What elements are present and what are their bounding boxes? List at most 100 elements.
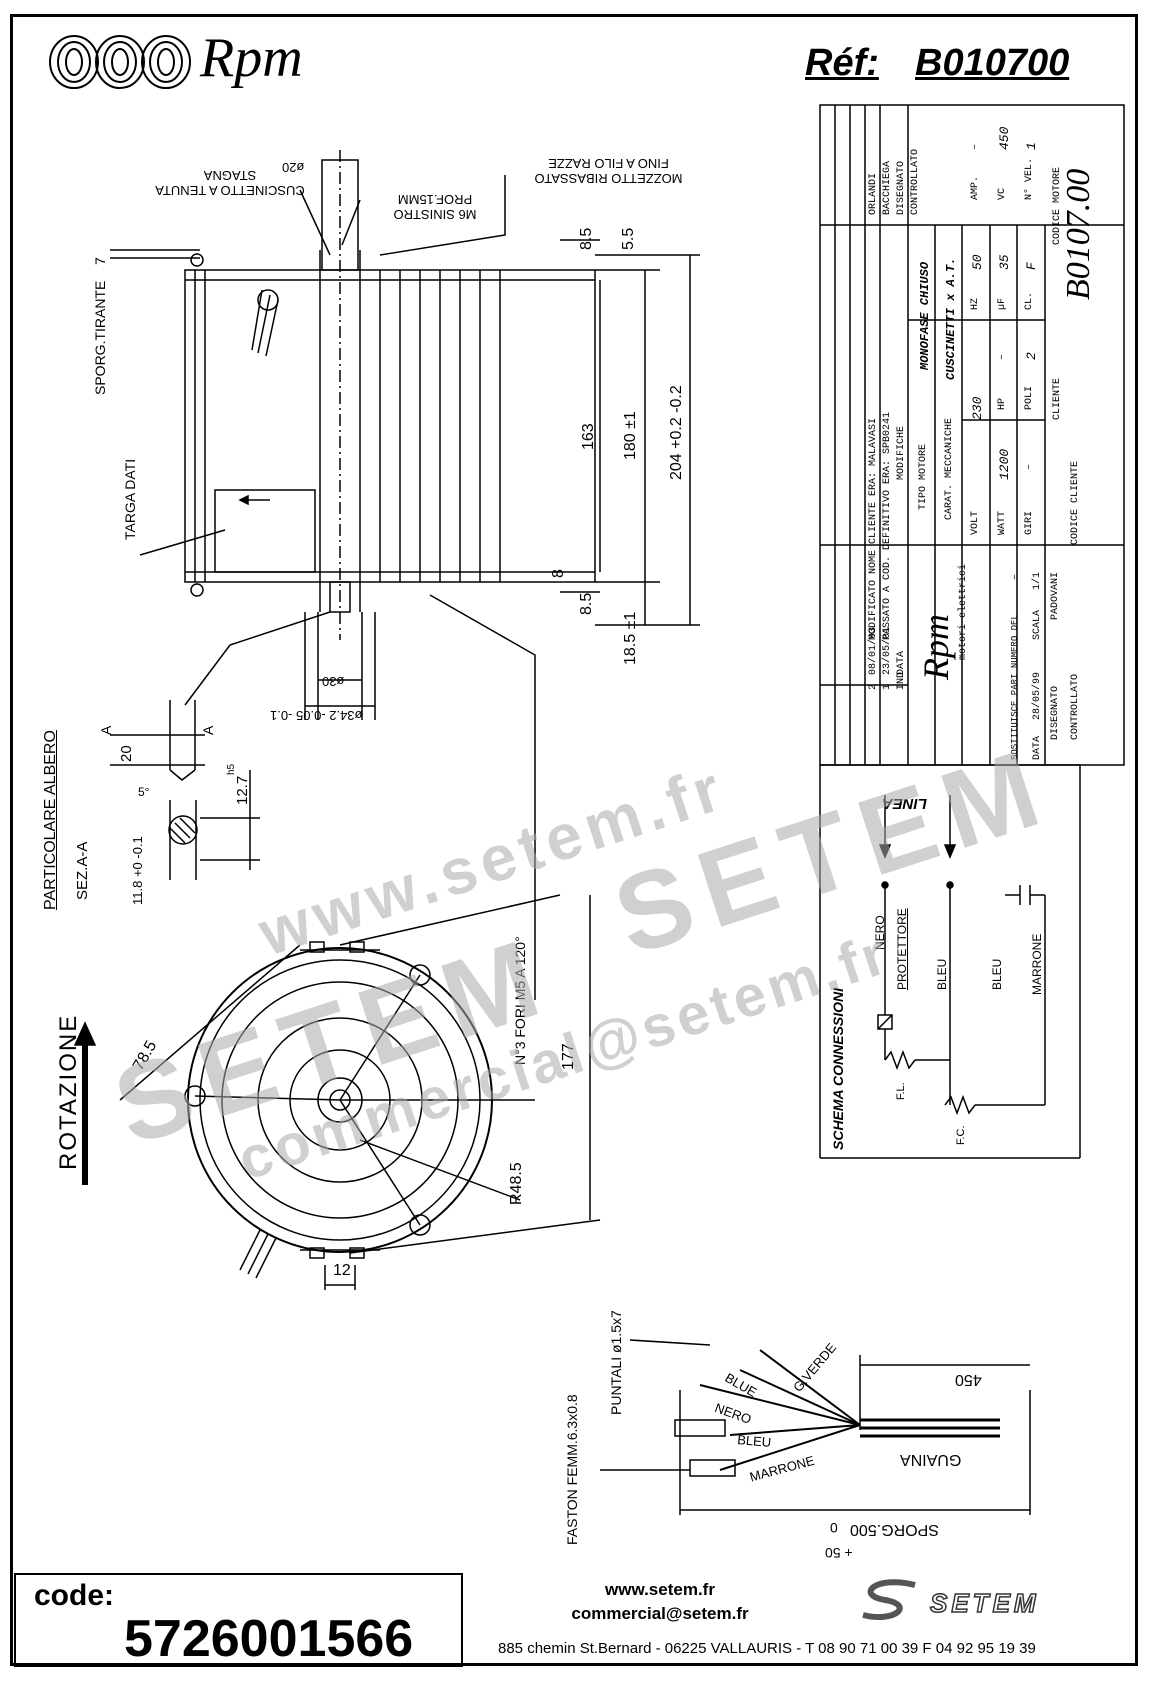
brand-logo: Rpm: [200, 27, 303, 89]
guaina-label: GUAINA: [900, 1451, 962, 1468]
sporg-tolerance-zero: 0: [830, 1520, 838, 1536]
header-controllato: CONTROLLATO: [910, 148, 921, 215]
bleu-label-2: BLEU: [990, 958, 1004, 990]
carat-label: CARAT. MECCANICHE: [944, 417, 955, 520]
bleu-label-1: BLEU: [935, 958, 949, 990]
uf-label: µF: [997, 297, 1008, 310]
dim-30: ø30: [322, 674, 345, 689]
giri-label: GIRI: [1024, 510, 1035, 535]
reference-label: Réf:: [805, 42, 879, 84]
hz-label: HZ: [970, 297, 981, 310]
reference-value: B010700: [915, 42, 1070, 84]
tipo-motore-value: MONOFASE CHIUSO: [918, 261, 932, 370]
section-mark-left: A: [98, 725, 114, 735]
header-disegnato: DISEGNATO: [896, 160, 907, 215]
hp-value: –: [997, 353, 1008, 360]
targa-dati-plate: [214, 489, 316, 573]
cliente-label: CLIENTE: [1052, 377, 1063, 420]
code-value: 5726001566: [124, 1610, 414, 1668]
angle-label: 5°: [138, 785, 150, 799]
faston-label: FASTON FEMM.6.3x0.8: [564, 1394, 580, 1545]
watt-value: 1200: [997, 448, 1012, 480]
volt-value: 230: [970, 396, 985, 420]
dim-18-5: 18.5 ±1: [622, 611, 639, 665]
nvel-value: 1: [1024, 142, 1039, 150]
scala-label: SCALA: [1032, 609, 1043, 640]
revision-1-disegnato: BACCHIEGA: [882, 160, 893, 215]
fl-label: F.L.: [895, 1082, 907, 1100]
volt-label: VOLT: [970, 510, 981, 535]
shaft-diameter-label: ø20: [282, 160, 305, 175]
amp-label: AMP.: [970, 175, 981, 200]
section-mark-right: A: [200, 725, 216, 735]
rotation-label: ROTAZIONE: [55, 1013, 82, 1170]
controllato-label: CONTROLLATO: [1070, 673, 1081, 740]
nvel-label: N° VEL.: [1024, 157, 1035, 200]
poli-value: 2: [1024, 352, 1039, 360]
header-modifiche: MODIFICHE: [896, 425, 907, 480]
setem-email[interactable]: commercial@setem.fr: [571, 1604, 749, 1623]
targa-dati-label: TARGA DATI: [122, 458, 138, 540]
dim-20: 20: [118, 745, 135, 762]
sporg-label: SPORG.500: [850, 1521, 939, 1538]
dim-34-2: ø34.2 -0.05 -0.1: [270, 708, 363, 723]
setem-swirl-icon: [862, 1579, 916, 1620]
revision-1-ind: 1: [882, 683, 893, 690]
sporg-tirante-value: 7: [92, 257, 108, 265]
dim-8-5-top: 8.5: [578, 227, 595, 250]
dim-5-5: 5.5: [620, 227, 637, 250]
marrone-label: MARRONE: [1030, 933, 1044, 995]
revision-2-disegnato: ORLANDI: [868, 172, 879, 215]
revision-2-ind: 2: [868, 683, 879, 690]
mozzetto-label: MOZZETTO RIBASSATO FINO A FILO RAZZE: [534, 156, 683, 186]
uf-value: 35: [997, 254, 1012, 270]
setem-company-logo: SETEM: [929, 1587, 1040, 1619]
dim-163: 163: [580, 423, 597, 450]
poli-label: POLI: [1024, 385, 1035, 410]
code-box: code: 5726001566: [14, 1573, 463, 1668]
disegnato-value: PADOVANI: [1050, 571, 1061, 620]
hz-value: 50: [970, 254, 985, 270]
revision-1-text: PASSATO A COD. DEFINITIVO ERA: SPB0241: [882, 411, 893, 640]
vc-label: VC: [997, 187, 1008, 200]
cable-length: 450: [955, 1371, 982, 1388]
vc-value: 450: [997, 126, 1012, 150]
fc-label: F.C.: [955, 1125, 967, 1145]
code-label: code:: [34, 1579, 115, 1612]
dim-180: 180 ±1: [622, 411, 639, 460]
dim-204: 204 +0.2 -0.2: [668, 385, 685, 480]
dim-8: 8: [550, 569, 567, 578]
protettore-label: PROTETTORE: [895, 908, 909, 990]
scala-value: 1/1: [1032, 571, 1043, 590]
dim-8-5-bottom: 8.5: [578, 592, 595, 615]
sostituisce-value: –: [1010, 573, 1021, 580]
dim-12-7: 12.7: [234, 775, 251, 805]
cl-value: F: [1024, 262, 1039, 270]
amp-value: –: [970, 143, 981, 150]
dim-11-8: 11.8 +0 -0.1: [130, 836, 145, 905]
sporg-tirante-label: SPORG.TIRANTE: [92, 280, 108, 395]
disegnato-label: DISEGNATO: [1050, 685, 1061, 740]
tipo-motore-label: TIPO MOTORE: [918, 443, 929, 510]
drawing-sheet: [10, 14, 1138, 1666]
radius-label: R48.5: [508, 1162, 525, 1205]
title-block-brand-sub: motori elettrici: [958, 563, 969, 660]
data-value: 28/05/99: [1032, 671, 1043, 720]
schema-title: SCHEMA CONNESSIONI: [830, 987, 846, 1150]
particolare-albero-label: PARTICOLARE ALBERO: [42, 730, 59, 910]
motor-body-outline: [184, 269, 596, 583]
dim-12: 12: [333, 1262, 351, 1279]
wire-bleu: BLEU: [736, 1432, 772, 1450]
hp-label: HP: [997, 397, 1008, 410]
section-label: SEZ.A-A: [74, 841, 91, 900]
title-block-brand: Rpm: [916, 614, 956, 680]
tolerance-label: h5: [226, 763, 237, 775]
cl-label: CL.: [1024, 291, 1035, 310]
codice-cliente-label: CODICE CLIENTE: [1070, 460, 1081, 545]
company-address: 885 chemin St.Bernard - 06225 VALLAURIS …: [498, 1640, 1036, 1657]
header-data: DATA: [896, 650, 907, 675]
rpm-logo-coils: [49, 35, 191, 89]
watt-label: WATT: [997, 510, 1008, 535]
setem-website[interactable]: www.setem.fr: [605, 1580, 715, 1599]
